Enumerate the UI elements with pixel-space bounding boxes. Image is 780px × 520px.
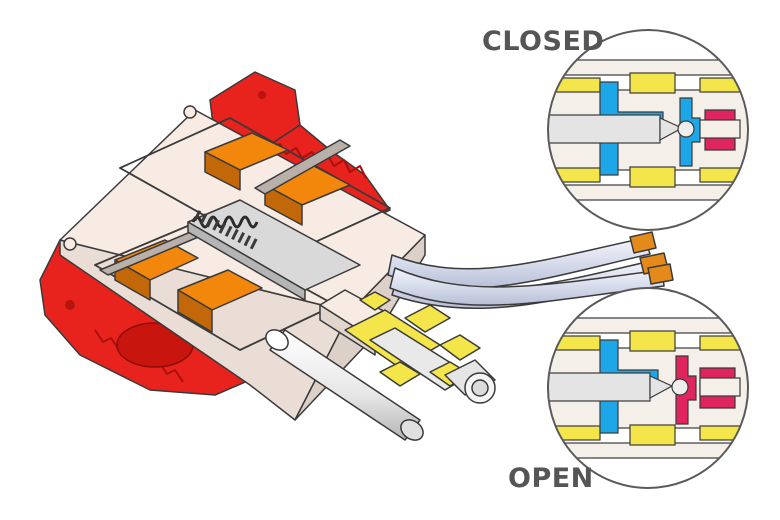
spring — [191, 210, 259, 250]
mounting-pin — [265, 329, 424, 441]
closed-detail — [547, 29, 749, 231]
coil-upper — [119, 117, 391, 259]
plunger — [187, 199, 361, 301]
valve-assembly — [39, 71, 674, 441]
air-tubes — [387, 231, 674, 310]
closed-label: CLOSED — [482, 26, 604, 57]
nozzle-assembly — [319, 289, 496, 404]
coil-lower — [94, 224, 336, 351]
open-detail — [547, 287, 749, 489]
open-label: OPEN — [508, 463, 594, 494]
